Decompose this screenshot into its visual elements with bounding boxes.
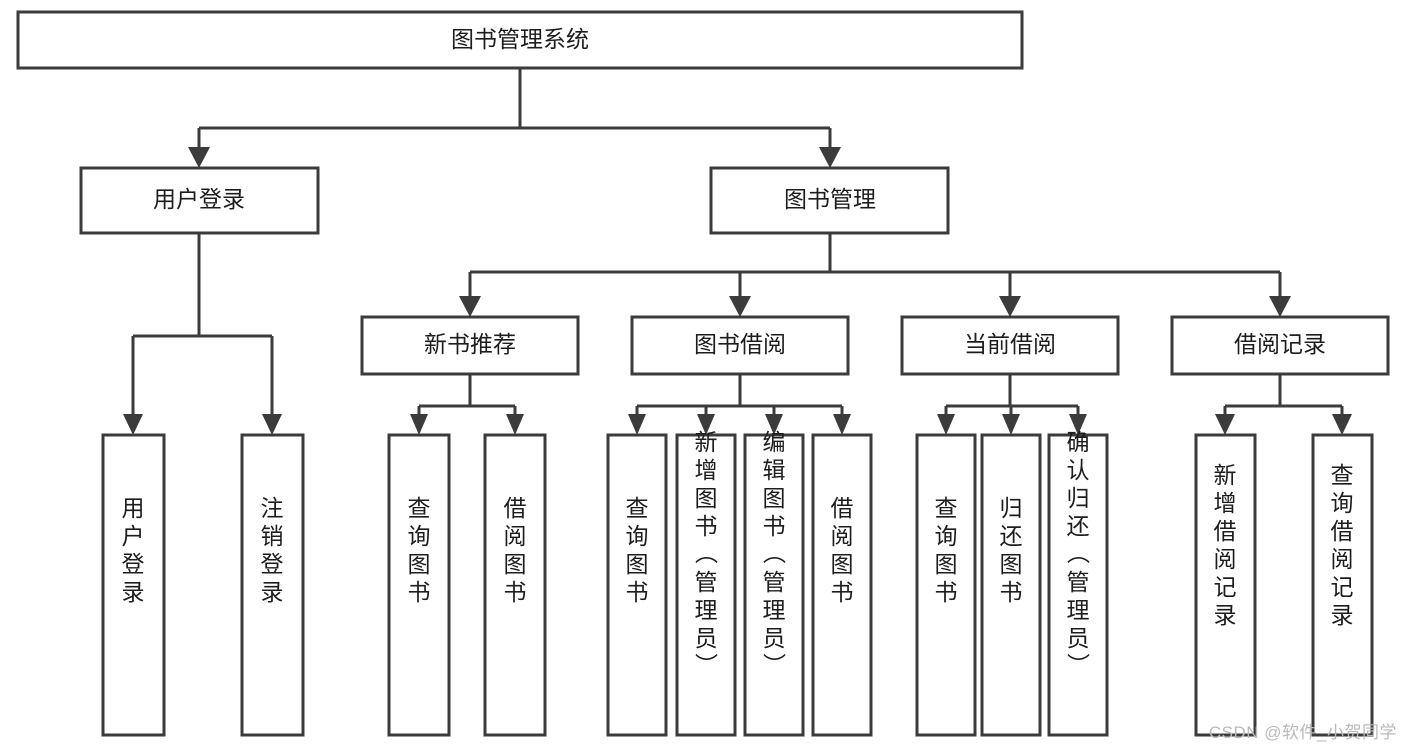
arrowhead-leaf-user-login-2 (262, 414, 282, 435)
leaf-newbook-query-box[interactable] (387, 433, 451, 737)
node-root-label: 图书管理系统 (451, 26, 589, 52)
leaf-node[interactable]: 注销登录 (240, 433, 305, 737)
leaf-borrow-query-label: 查询图书 (626, 495, 649, 605)
node-borrow-record-box[interactable] (1170, 315, 1390, 376)
leaf-node[interactable]: 借阅图书 (483, 433, 547, 737)
arrowhead-group (123, 147, 1352, 435)
arrowhead-book-manage (819, 147, 841, 168)
leaf-borrow-edit-label: 编辑图书（管理员） (763, 429, 787, 679)
node-book-borrow-box[interactable] (630, 315, 850, 376)
node-book-borrow[interactable]: 图书借阅 (630, 315, 850, 376)
leaf-record-add-label: 新增借阅记录 (1214, 462, 1237, 628)
arrowhead-leaf-new-book-2 (506, 414, 524, 435)
arrowhead-leaf-book-borrow-2 (697, 414, 715, 435)
leaf-node[interactable]: 用户登录 (101, 433, 166, 737)
arrowhead-leaf-book-borrow-4 (833, 414, 851, 435)
leaf-current-return-label: 归还图书 (1000, 495, 1023, 605)
node-new-book-recommend[interactable]: 新书推荐 (360, 315, 580, 376)
leaf-newbook-borrow-label: 借阅图书 (504, 495, 527, 605)
leaf-record-query-label: 查询借阅记录 (1331, 462, 1354, 628)
node-current-borrow[interactable]: 当前借阅 (900, 315, 1120, 376)
leaf-current-confirm-label: 确认归还（管理员） (1067, 429, 1091, 679)
arrowhead-leaf-book-borrow-3 (765, 414, 783, 435)
leaf-borrow-do-label: 借阅图书 (831, 495, 854, 605)
arrowhead-leaf-borrow-record-2 (1332, 414, 1352, 435)
leaf-borrow-add-label: 新增图书（管理员） (695, 429, 719, 679)
arrowhead-leaf-current-borrow-1 (937, 414, 955, 435)
leaf-node[interactable]: 归还图书 (980, 433, 1042, 737)
leaf-logout-box[interactable] (240, 433, 305, 737)
leaf-node[interactable]: 查询图书 (915, 433, 977, 737)
leaf-node[interactable]: 查询借阅记录 (1311, 433, 1374, 737)
leaf-current-query-label: 查询图书 (935, 495, 958, 605)
arrowhead-leaf-borrow-record-1 (1215, 414, 1235, 435)
node-current-borrow-box[interactable] (900, 315, 1120, 376)
arrowhead-current-borrow (999, 296, 1021, 317)
connector-group (131, 68, 1344, 414)
arrowhead-user-login (188, 147, 210, 168)
node-borrow-record-label: 借阅记录 (1234, 331, 1326, 357)
arrowhead-book-borrow (729, 296, 751, 317)
leaf-borrow-do-box[interactable] (811, 433, 873, 737)
node-user-login-label: 用户登录 (153, 186, 245, 212)
leaf-logout-label: 注销登录 (261, 495, 284, 605)
leaf-borrow-add-box[interactable] (675, 433, 737, 737)
node-root[interactable]: 图书管理系统 (16, 10, 1024, 70)
csdn-watermark: CSDN @软件_小贺同学 (1208, 723, 1397, 742)
leaf-node[interactable]: 新增图书（管理员） (675, 429, 737, 737)
leaf-current-query-box[interactable] (915, 433, 977, 737)
node-root-box[interactable] (16, 10, 1024, 70)
leaf-user-login-box[interactable] (101, 433, 166, 737)
node-borrow-record[interactable]: 借阅记录 (1170, 315, 1390, 376)
leaf-node[interactable]: 借阅图书 (811, 433, 873, 737)
node-user-login-box[interactable] (79, 166, 320, 235)
node-book-manage-label: 图书管理 (784, 186, 876, 212)
node-new-book-recommend-label: 新书推荐 (424, 331, 516, 357)
leaf-borrow-edit-box[interactable] (743, 433, 805, 737)
leaf-node[interactable]: 编辑图书（管理员） (743, 429, 805, 737)
arrowhead-borrow-record (1269, 296, 1291, 317)
leaf-borrow-query-box[interactable] (606, 433, 668, 737)
leaf-node[interactable]: 查询图书 (606, 433, 668, 737)
leaf-newbook-borrow-box[interactable] (483, 433, 547, 737)
node-new-book-recommend-box[interactable] (360, 315, 580, 376)
arrowhead-new-book (459, 296, 481, 317)
node-book-borrow-label: 图书借阅 (694, 331, 786, 357)
leaf-node[interactable]: 新增借阅记录 (1194, 433, 1257, 737)
leaf-record-add-box[interactable] (1194, 433, 1257, 737)
node-current-borrow-label: 当前借阅 (964, 331, 1056, 357)
leaf-record-query-box[interactable] (1311, 433, 1374, 737)
leaf-current-return-box[interactable] (980, 433, 1042, 737)
arrowhead-leaf-current-borrow-2 (1002, 414, 1020, 435)
node-book-manage[interactable]: 图书管理 (709, 166, 950, 235)
leaf-node[interactable]: 查询图书 (387, 433, 451, 737)
leaf-current-confirm-box[interactable] (1047, 433, 1109, 737)
leaf-newbook-query-label: 查询图书 (408, 495, 431, 605)
leaf-user-login-label: 用户登录 (122, 495, 145, 605)
node-book-manage-box[interactable] (709, 166, 950, 235)
arrowhead-leaf-current-borrow-3 (1069, 414, 1087, 435)
arrowhead-leaf-user-login-1 (123, 414, 143, 435)
leaf-node[interactable]: 确认归还（管理员） (1047, 429, 1109, 737)
arrowhead-leaf-book-borrow-1 (628, 414, 646, 435)
node-user-login[interactable]: 用户登录 (79, 166, 320, 235)
arrowhead-leaf-new-book-1 (410, 414, 428, 435)
